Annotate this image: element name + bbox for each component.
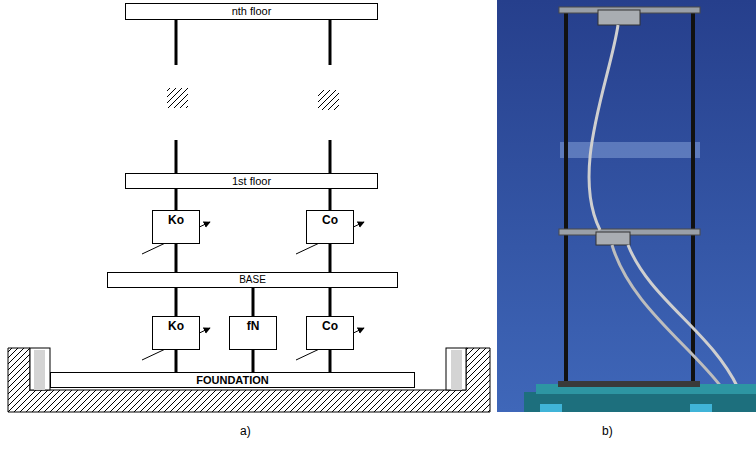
frame-base-plate xyxy=(558,381,700,387)
stiffness-element: Ko xyxy=(152,210,200,244)
side-plate xyxy=(30,348,50,390)
side-plate xyxy=(446,348,466,390)
column-segments xyxy=(176,20,330,173)
column-link xyxy=(329,288,332,316)
column-link xyxy=(252,350,255,372)
table-leg xyxy=(540,404,562,412)
shake-table xyxy=(524,392,756,412)
cable xyxy=(589,25,618,230)
friction-element: fN xyxy=(229,316,277,350)
column-link xyxy=(175,350,178,372)
hatched-block xyxy=(167,88,188,108)
sensor xyxy=(598,10,640,25)
box-label: 1st floor xyxy=(232,175,271,188)
column-link xyxy=(175,288,178,316)
frame-column xyxy=(691,8,695,390)
foundation-slab: FOUNDATION xyxy=(50,372,415,388)
box-label: nth floor xyxy=(232,5,272,18)
base-slab: BASE xyxy=(107,272,398,288)
column-line xyxy=(329,20,332,65)
column-line xyxy=(329,140,332,173)
column-line xyxy=(175,20,178,65)
box-label: Co xyxy=(322,320,338,334)
panel-label: a) xyxy=(240,424,251,438)
damping-element: Co xyxy=(306,210,354,244)
column-link xyxy=(252,288,255,316)
panel-label: b) xyxy=(602,424,613,438)
column-line xyxy=(175,140,178,173)
stiffness-element: Ko xyxy=(152,316,200,350)
box-label: Co xyxy=(322,214,338,228)
damping-element: Co xyxy=(306,316,354,350)
box-label: BASE xyxy=(239,274,266,286)
frame-photo xyxy=(497,0,756,412)
hatched-block xyxy=(318,90,339,110)
box-label: fN xyxy=(247,320,260,334)
ground-floor xyxy=(8,390,490,412)
side-plate xyxy=(451,350,462,390)
column-link xyxy=(329,350,332,372)
column-link xyxy=(175,189,178,210)
cable xyxy=(628,245,738,388)
box-label: FOUNDATION xyxy=(196,374,269,387)
sensor xyxy=(596,232,630,245)
column-link xyxy=(175,244,178,272)
box-label: Ko xyxy=(168,320,184,334)
photo-background xyxy=(497,0,756,412)
floor-beam: 1st floor xyxy=(125,173,378,189)
box-label: Ko xyxy=(168,214,184,228)
reflection xyxy=(560,142,700,158)
ground xyxy=(8,348,490,412)
column-link xyxy=(329,189,332,210)
table-leg xyxy=(690,404,712,412)
ground-outline xyxy=(8,348,490,412)
cable xyxy=(612,245,722,388)
frame-column xyxy=(564,8,568,390)
floor-beam: nth floor xyxy=(125,3,378,20)
column-link xyxy=(329,244,332,272)
side-plate xyxy=(34,350,45,390)
